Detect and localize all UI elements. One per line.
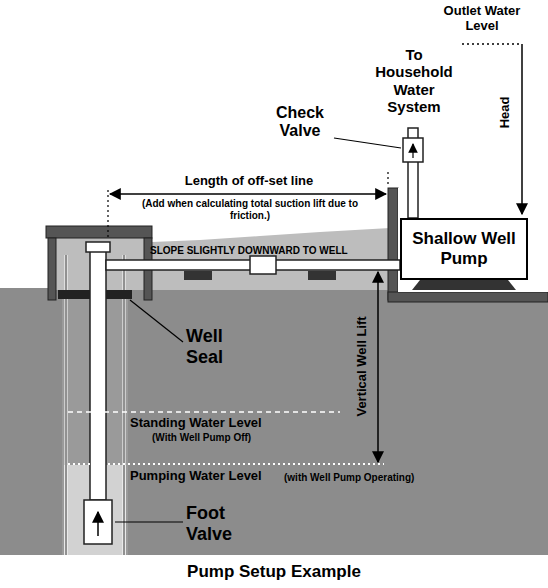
callout-label: (with Well Pump Operating) xyxy=(284,472,414,484)
leader-line xyxy=(130,300,183,342)
foot-valve xyxy=(84,500,112,544)
well-casing xyxy=(123,255,126,555)
callout-label: To Household Water System xyxy=(370,46,458,115)
standing-water-line xyxy=(68,411,340,413)
well-casing-edge xyxy=(124,255,125,555)
offset-length-arrow xyxy=(110,193,386,195)
flow-arrow xyxy=(97,512,99,536)
soil xyxy=(0,288,548,555)
node-text: Shallow Well Pump xyxy=(408,229,520,268)
callout-label: SLOPE SLIGHTLY DOWNWARD TO WELL xyxy=(150,245,348,257)
well-house-wall xyxy=(48,238,56,300)
pit-floor xyxy=(388,292,548,302)
drop-pipe xyxy=(90,248,106,500)
leader-line xyxy=(115,521,183,522)
well-casing xyxy=(65,255,68,555)
callout-label: Well Seal xyxy=(186,326,248,367)
trench-fill xyxy=(152,228,390,290)
callout-label: Vertical Well Lift xyxy=(355,316,370,416)
dimension-extension xyxy=(107,190,108,240)
callout-label: (With Well Pump Off) xyxy=(152,432,352,444)
leader-line xyxy=(334,138,401,148)
vertical-lift-arrow xyxy=(377,272,379,462)
well-house-roof xyxy=(46,226,152,238)
support-block xyxy=(308,271,336,280)
pit-wall xyxy=(388,188,398,300)
callout-label: Check Valve xyxy=(268,104,332,141)
callout-label: Standing Water Level xyxy=(130,416,360,431)
callout-label: Outlet Water Level xyxy=(430,4,534,34)
check-valve xyxy=(403,138,423,162)
well-casing-edge xyxy=(66,255,67,555)
callout-label: (Add when calculating total suction lift… xyxy=(128,198,372,221)
pump-base xyxy=(412,280,516,290)
callout-label: Pumping Water Level xyxy=(130,469,280,484)
head-arrow xyxy=(521,44,523,214)
flow-arrow xyxy=(412,144,413,158)
callout-label: Foot Valve xyxy=(186,503,252,544)
pipe-coupling xyxy=(250,256,276,274)
callout-label: Length of off-set line xyxy=(110,174,388,189)
support-block xyxy=(184,271,212,280)
pipe-cap xyxy=(86,242,110,252)
caption: Pump Setup Example xyxy=(0,562,548,582)
pump-box: Shallow Well Pump xyxy=(400,218,528,280)
pumping-water-line xyxy=(68,463,384,465)
dimension-extension xyxy=(387,172,388,186)
outlet-level-line xyxy=(462,43,522,45)
callout-label: Head xyxy=(499,96,514,128)
pit-space xyxy=(398,188,548,292)
